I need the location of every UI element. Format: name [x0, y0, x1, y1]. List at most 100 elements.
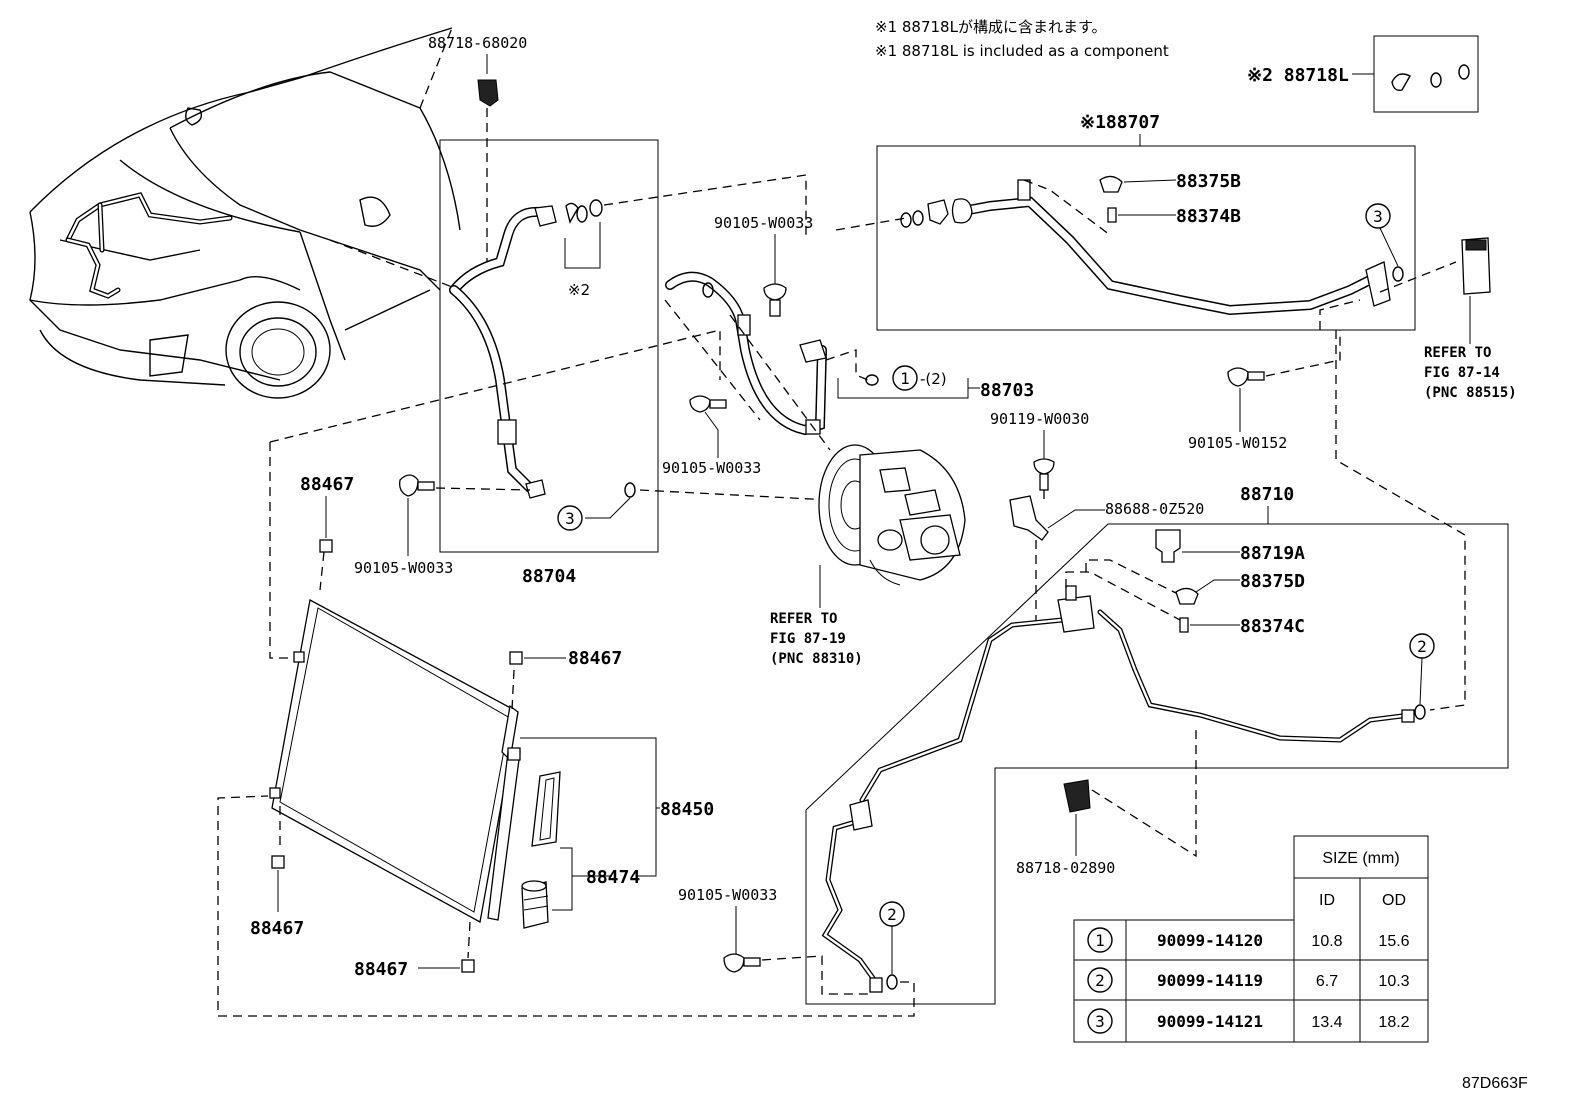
clip-icon: [565, 202, 579, 224]
part-label-88688-0z520[interactable]: 88688-0Z520: [1105, 500, 1204, 518]
fitting-icon: [1057, 595, 1095, 633]
ref-circle-2: [1409, 633, 1435, 659]
grommet-88467-top: 88467: [300, 474, 354, 553]
bolt-icon: [1227, 367, 1249, 387]
bolt-icon: [399, 474, 419, 497]
size-row-1-ref: 1: [1095, 931, 1105, 950]
bolt-90105-w0152: 90105-W0152: [1188, 330, 1341, 452]
ref-fig-87-19-l1: REFER TO: [770, 611, 837, 627]
compressor: REFER TO FIG 87-19 (PNC 88310): [770, 444, 966, 667]
cap-icon: [1175, 587, 1199, 605]
clamp-icon: [1063, 779, 1091, 813]
part-label-88474[interactable]: 88474: [586, 867, 640, 888]
bolt-icon: [723, 953, 745, 973]
ref-circle-2-label: 2: [887, 905, 897, 924]
clamp-88718-02890: 88718-02890: [1016, 730, 1197, 877]
clamp-icon: [477, 79, 499, 107]
size-row-2-od: 10.3: [1378, 973, 1409, 990]
part-label-90105-w0033-mid[interactable]: 90105-W0033: [662, 459, 761, 477]
assembly-box-88710: [805, 523, 1509, 1005]
ref-circle-2: [879, 901, 905, 927]
assembly-box-88704: [439, 139, 659, 553]
o-ring-icon: [1430, 72, 1442, 88]
bolt-icon: [1033, 458, 1055, 475]
part-label-88718l[interactable]: ※2 88718L: [1247, 65, 1349, 86]
part-label-88710[interactable]: 88710: [1240, 484, 1294, 505]
part-88704-group: ※2 3 88704: [439, 139, 659, 587]
size-row-3-part[interactable]: 90099-14121: [1157, 1012, 1263, 1031]
fitting-icon: [1365, 261, 1391, 307]
valve-core-icon: [1107, 207, 1117, 223]
size-table-col-id: ID: [1319, 892, 1335, 909]
part-label-88707[interactable]: ※188707: [1080, 112, 1160, 133]
figure-code: 87D663F: [1462, 1075, 1528, 1092]
o-ring-icon: [589, 199, 603, 217]
part-label-88450[interactable]: 88450: [660, 799, 714, 820]
size-row-2-part[interactable]: 90099-14119: [1157, 971, 1263, 990]
note-jp: ※1 88718Lが構成に含まれます。: [875, 18, 1106, 36]
o-ring-icon: [1414, 704, 1426, 720]
bracket-88688-0z520: 88688-0Z520: [1009, 495, 1204, 623]
o-ring-icon: [624, 482, 636, 498]
cap-icon: [1099, 175, 1123, 193]
o-ring-icon: [576, 205, 588, 223]
part-label-88703[interactable]: 88703: [980, 380, 1034, 401]
part-label-90105-w0033-left[interactable]: 90105-W0033: [354, 559, 453, 577]
part-label-88719a[interactable]: 88719A: [1240, 543, 1305, 564]
ref-fig-87-14-l3: (PNC 88515): [1424, 385, 1517, 401]
grommet-icon: [271, 855, 285, 869]
o-ring-icon: [912, 210, 924, 226]
bolt-90119-w0030: 90119-W0030: [990, 410, 1089, 505]
grommet-88467-right: 88467: [509, 648, 622, 669]
size-table-header: SIZE (mm): [1322, 850, 1399, 867]
part-label-88374c[interactable]: 88374C: [1240, 616, 1305, 637]
ref-circle-1-label: 1: [900, 369, 910, 388]
part-label-88375b[interactable]: 88375B: [1176, 171, 1241, 192]
part-label-88467-right[interactable]: 88467: [568, 648, 622, 669]
size-row-1-od: 15.6: [1378, 933, 1409, 950]
part-88707-group: ※188707 88375B 88374B 3: [876, 112, 1416, 331]
ref-fig-87-19-l2: FIG 87-19: [770, 631, 846, 647]
part-label-88374b[interactable]: 88374B: [1176, 206, 1241, 227]
part-label-88375d[interactable]: 88375D: [1240, 571, 1305, 592]
ref-circle-3-label: 3: [1373, 207, 1383, 226]
o-ring-icon: [1458, 64, 1470, 80]
bolt-90105-w0033-mid: 90105-W0033: [662, 395, 761, 477]
size-row-2-ref: 2: [1095, 971, 1105, 990]
vehicle-sketch: [29, 27, 461, 399]
part-label-88467-left[interactable]: 88467: [250, 918, 304, 939]
size-row-1-id: 10.8: [1311, 933, 1342, 950]
size-row-3-od: 18.2: [1378, 1014, 1409, 1031]
size-table-col-od: OD: [1382, 892, 1406, 909]
size-row-3-id: 13.4: [1311, 1014, 1342, 1031]
part-label-90105-w0033-bottom[interactable]: 90105-W0033: [678, 886, 777, 904]
o-ring-icon: [1392, 266, 1404, 282]
part-label-90105-w0152[interactable]: 90105-W0152: [1188, 434, 1287, 452]
ref-fig-87-14-l1: REFER TO: [1424, 345, 1491, 361]
part-88703-group: 1 -(2) 88703: [664, 271, 1034, 451]
part-label-90119-w0030[interactable]: 90119-W0030: [990, 410, 1089, 428]
fitting-icon: [927, 199, 949, 225]
bolt-icon: [689, 395, 711, 413]
part-label-88718-02890[interactable]: 88718-02890: [1016, 859, 1115, 877]
bracket-icon: [1009, 495, 1049, 541]
part-label-88467-bottom[interactable]: 88467: [354, 959, 408, 980]
part-88718l-group: ※2 88718L: [1247, 35, 1479, 113]
size-row-3-ref: 3: [1095, 1012, 1105, 1031]
part-label-90105-w0033-top[interactable]: 90105-W0033: [714, 214, 813, 232]
ref-circle-1: [892, 365, 918, 391]
part-label-88704[interactable]: 88704: [522, 566, 576, 587]
part-label-88718-68020[interactable]: 88718-68020: [428, 34, 527, 52]
fitting-icon: [799, 339, 827, 363]
size-row-2-id: 6.7: [1316, 973, 1338, 990]
part-label-88467-top[interactable]: 88467: [300, 474, 354, 495]
grommet-88467-bottom: 88467: [354, 959, 475, 980]
ref-circle-3: [1365, 203, 1391, 229]
size-row-1-part[interactable]: 90099-14120: [1157, 931, 1263, 950]
bolt-90105-w0033-bottom: 90105-W0033: [678, 886, 868, 995]
paren-2: -(2): [920, 370, 947, 388]
bolt-icon: [763, 283, 787, 301]
mark2-small: ※2: [568, 281, 590, 299]
expansion-valve: REFER TO FIG 87-14 (PNC 88515): [1424, 237, 1517, 401]
